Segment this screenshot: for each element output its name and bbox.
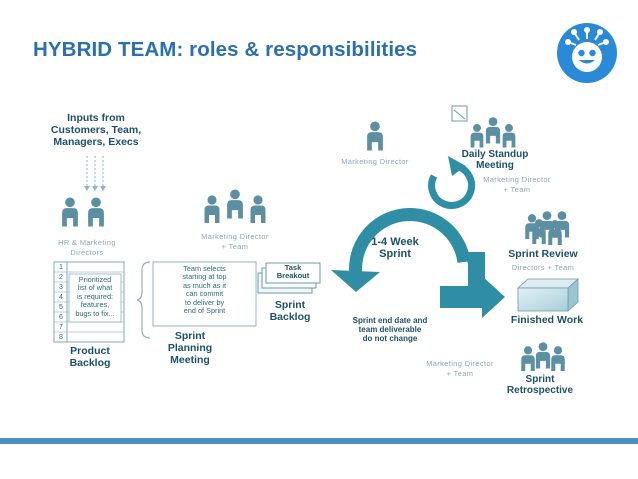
- marketing-director-label: Marketing Director: [341, 157, 409, 166]
- team-selects-note: Team selects starting at top as much as …: [182, 264, 227, 315]
- finished-work-label: Finished Work: [510, 314, 584, 326]
- sprint-review-people: [525, 211, 570, 245]
- footer-bar: [0, 438, 638, 444]
- sprint-retrospective-label: Sprint Retrospective: [506, 374, 574, 397]
- sprint-retrospective-people: [521, 342, 565, 371]
- marketing-director-person: [367, 121, 383, 151]
- team-selects-box: [152, 261, 257, 327]
- sprint-planning-people: [204, 189, 266, 223]
- slide-title: HYBRID TEAM: roles & responsibilities: [33, 38, 418, 61]
- directors-team-label: Directors + Team: [511, 263, 575, 272]
- inputs-label: Inputs from Customers, Team, Managers, E…: [50, 112, 142, 148]
- daily-standup-label: Daily Standup Meeting: [461, 149, 529, 172]
- sprint-review-label: Sprint Review: [508, 248, 578, 260]
- finished-work-box: [516, 278, 580, 312]
- backlog-row: 7: [59, 324, 63, 331]
- md-team-retro-label: Marketing Director + Team: [426, 359, 494, 378]
- input-arrows: [86, 156, 104, 186]
- planning-brace: [136, 261, 151, 339]
- finished-arrow: [440, 276, 505, 318]
- backlog-row: 3: [59, 284, 63, 291]
- sprint-end-note: Sprint end date and team deliverable do …: [352, 316, 428, 343]
- backlog-row-numbers: 1 2 3 4 5 6 7 8: [55, 263, 67, 343]
- backlog-row: 1: [59, 264, 63, 271]
- calendar-icon: [451, 105, 468, 122]
- task-breakout-label: Task Breakout: [276, 263, 310, 281]
- backlog-row: 5: [59, 304, 63, 311]
- sprint-planning-label: Sprint Planning Meeting: [167, 330, 213, 366]
- backlog-row: 8: [59, 334, 63, 341]
- daily-loop: [428, 156, 476, 209]
- hr-directors-label: HR & Marketing Directors: [58, 238, 116, 257]
- daily-standup-people: [470, 117, 516, 148]
- md-team-planning-label: Marketing Director + Team: [201, 232, 269, 251]
- backlog-row: 6: [59, 314, 63, 321]
- smiley-robot-icon: [557, 23, 617, 83]
- product-backlog-list: [53, 261, 125, 343]
- hr-directors-people: [62, 197, 104, 227]
- backlog-note: Prioritized list of what is required: fe…: [75, 275, 115, 318]
- backlog-row: 4: [59, 294, 63, 301]
- sprint-backlog-label: Sprint Backlog: [269, 299, 311, 323]
- task-breakout-cards: [257, 262, 321, 294]
- md-team-standup-label: Marketing Director + Team: [483, 175, 551, 194]
- sprint-cycle-label: 1-4 Week Sprint: [371, 236, 419, 261]
- backlog-row: 2: [59, 274, 63, 281]
- product-backlog-label: Product Backlog: [69, 345, 111, 369]
